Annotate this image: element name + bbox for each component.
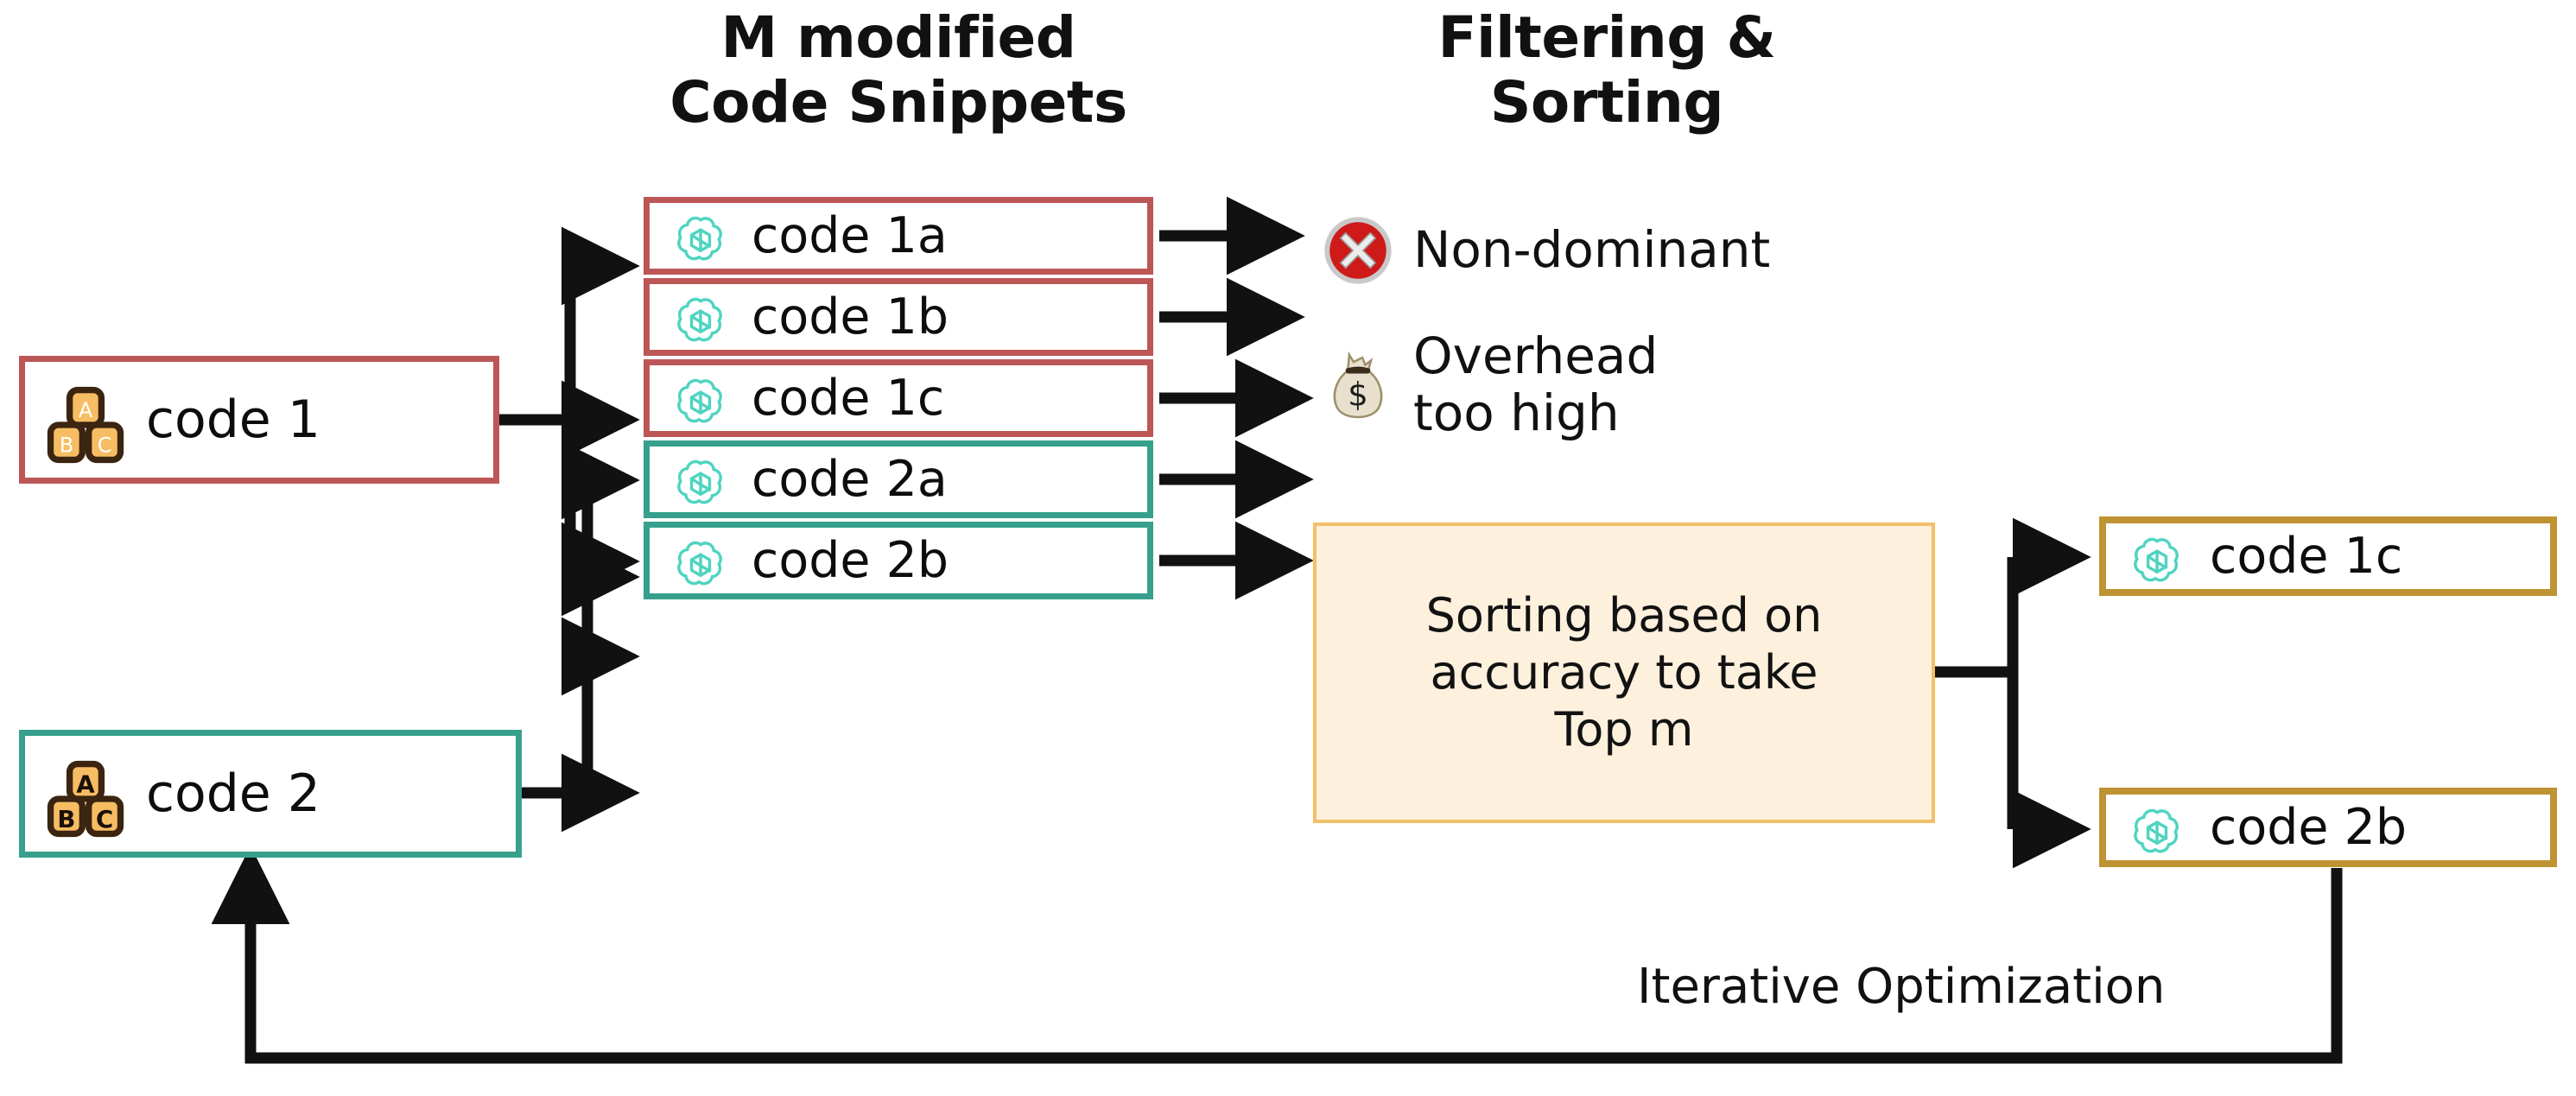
sorting-line2: accuracy to take (1430, 645, 1818, 700)
header-filtering-line1: Filtering & (1437, 4, 1776, 71)
output-label-code-1c: code 1c (2210, 528, 2403, 585)
abc-blocks-icon: A B C (46, 759, 125, 839)
openai-logo-icon (672, 456, 729, 513)
header-filtering-sorting: Filtering & Sorting (1330, 4, 1883, 136)
input-label-code-1: code 1 (146, 390, 320, 450)
header-filtering-line2: Sorting (1489, 69, 1724, 136)
openai-logo-icon (2129, 805, 2186, 862)
svg-text:C: C (98, 433, 112, 457)
openai-logo-icon (672, 537, 729, 594)
openai-logo-icon (672, 294, 729, 351)
svg-text:A: A (76, 770, 95, 799)
snippet-box-code-2a[interactable]: code 2a (644, 440, 1153, 518)
snippet-box-code-1b[interactable]: code 1b (644, 278, 1153, 356)
openai-logo-icon (2129, 534, 2186, 591)
header-modified-line2: Code Snippets (669, 69, 1127, 136)
snippet-box-code-2b[interactable]: code 2b (644, 522, 1153, 599)
svg-text:B: B (60, 433, 73, 457)
snippet-label-code-1c: code 1c (752, 370, 945, 427)
openai-logo-icon (672, 375, 729, 432)
money-bag-icon: $ (1322, 349, 1394, 421)
input-box-code-2[interactable]: A B C code 2 (19, 730, 522, 858)
abc-blocks-icon: A B C (46, 385, 125, 465)
status-overhead-line2: too high (1413, 383, 1620, 442)
svg-text:$: $ (1348, 376, 1368, 413)
status-overhead-line1: Overhead (1413, 326, 1659, 385)
svg-text:A: A (79, 398, 93, 422)
input-box-code-1[interactable]: A B C code 1 (19, 356, 499, 484)
svg-text:B: B (57, 805, 75, 833)
input-label-code-2: code 2 (146, 763, 320, 824)
status-overhead-too-high: $ Overhead too high (1322, 326, 1659, 442)
output-label-code-2b: code 2b (2210, 799, 2408, 856)
red-x-circle-icon (1322, 214, 1394, 287)
sorting-panel-text: Sorting based on accuracy to take Top m (1426, 587, 1823, 758)
snippet-label-code-1a: code 1a (752, 207, 948, 264)
output-box-code-2b[interactable]: code 2b (2099, 788, 2557, 867)
status-non-dominant: Non-dominant (1322, 214, 1770, 287)
status-label-non-dominant: Non-dominant (1413, 220, 1771, 280)
sorting-line1: Sorting based on (1425, 588, 1823, 643)
snippet-label-code-2b: code 2b (752, 532, 949, 589)
openai-logo-icon (672, 212, 729, 269)
header-modified-line1: M modified (720, 4, 1076, 71)
output-box-code-1c[interactable]: code 1c (2099, 516, 2557, 596)
status-label-overhead: Overhead too high (1413, 326, 1659, 442)
snippet-label-code-2a: code 2a (752, 451, 948, 508)
snippet-box-code-1a[interactable]: code 1a (644, 197, 1153, 275)
svg-text:C: C (96, 805, 113, 833)
header-modified-snippets: M modified Code Snippets (622, 4, 1175, 136)
feedback-loop-label: Iterative Optimization (1637, 959, 2166, 1015)
snippet-label-code-1b: code 1b (752, 288, 949, 345)
sorting-panel[interactable]: Sorting based on accuracy to take Top m (1313, 523, 1935, 823)
snippet-box-code-1c[interactable]: code 1c (644, 359, 1153, 437)
sorting-line3: Top m (1554, 701, 1694, 757)
